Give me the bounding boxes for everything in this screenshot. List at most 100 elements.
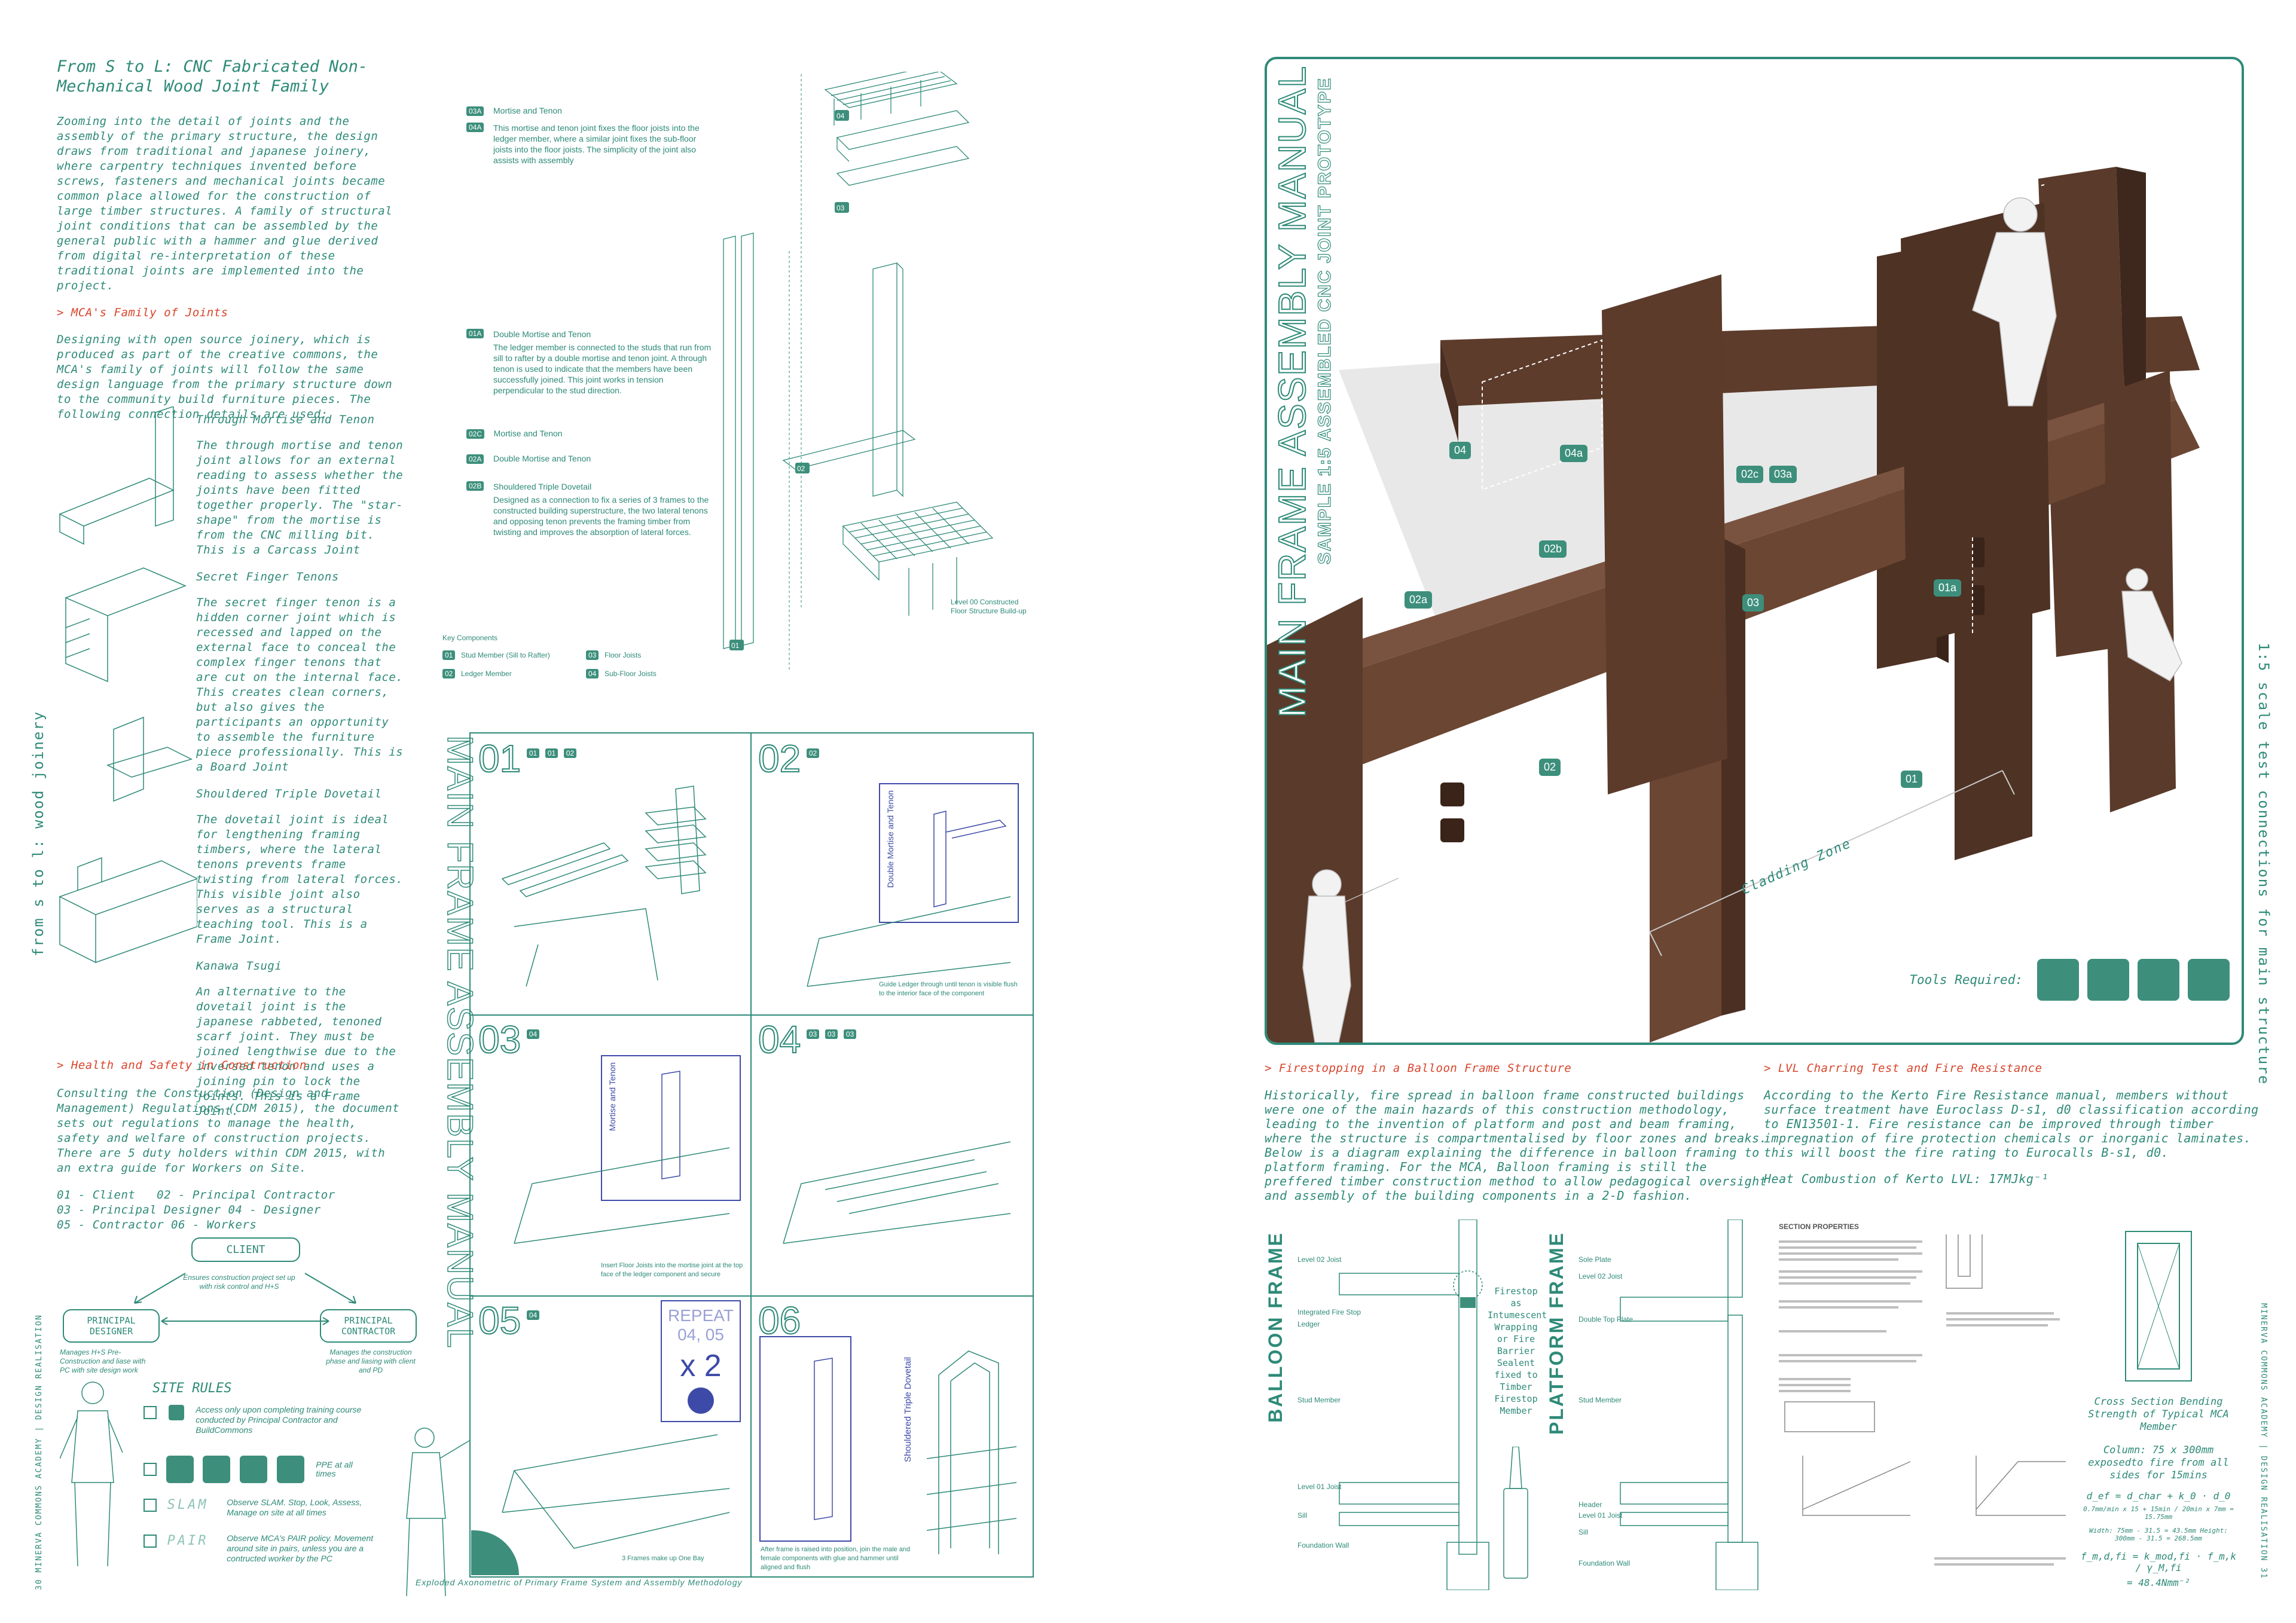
step-tag: 01 [526,748,540,758]
axo-label-04: 04 [836,112,845,120]
lvl-section: > LVL Charring Test and Fire Resistance … [1764,1061,2260,1187]
step-tag: 03 [843,1029,857,1039]
health-safety: > Health and Safety in Construction Cons… [57,1058,404,1233]
left-footer: 30 MINERVA COMMONS ACADEMY | DESIGN REAL… [35,1314,44,1590]
step-01-drawing [501,785,707,987]
label: Level 01 Joist [1578,1511,1623,1520]
pc-note: Manages the construction phase and liasi… [326,1348,416,1374]
clamp-icon [2188,959,2230,1001]
step-02-inset: Double Mortise and Tenon [879,783,1019,923]
repeat-count: x 2 [680,1349,722,1383]
cross-section-drawing [2125,1231,2192,1381]
label: Stud Member [1297,1396,1341,1404]
callout-title: Double Mortise and Tenon [493,329,591,339]
site-rules: SITE RULES [152,1381,404,1396]
step-number: 05 [478,1298,521,1343]
step-03: 03 04 [478,1017,747,1062]
hero-tag-02a: 02a [1405,591,1433,609]
label: Ledger [1297,1320,1320,1328]
step-02-drawing [807,896,1011,987]
callout-03a: 03A Mortise and Tenon [466,105,718,116]
repeat-label: REPEAT [668,1306,734,1325]
formula-fm: f_m,d,fi = k_mod,fi · f_m,k / γ_M,fi [2080,1551,2237,1573]
worker-figure [406,1428,470,1597]
callout-text: Designed as a connection to fix a series… [493,495,709,537]
pd-pill: PRINCIPAL DESIGNER [63,1309,160,1343]
callout-title: Shouldered Triple Dovetail [493,482,592,491]
firestop-section: > Firestopping in a Balloon Frame Struct… [1265,1061,1773,1203]
firestop-note: Firestop as Intumescent Wrapping or Fire… [1488,1286,1547,1416]
rule-checkbox[interactable] [144,1463,157,1476]
hero-tag-01a: 01a [1934,579,1962,597]
key-item: 04 Sub-Floor Joists [586,667,706,678]
step-05: 05 04 [478,1298,747,1343]
callout-text: The ledger member is connected to the st… [493,343,712,395]
buildup-label: Level 00 Constructed Floor Structure Bui… [951,598,1027,615]
right-footer: MINERVA COMMONS ACADEMY | DESIGN REALISA… [2259,1303,2268,1579]
duty-line-3: 05 - Contractor 06 - Workers [57,1218,257,1231]
sealant-tube [1503,1447,1528,1579]
joint-name: Kanawa Tsugi [196,959,282,973]
formula-result: = 48.4Nmm⁻² [2127,1577,2190,1588]
manual-vertical-title: MAIN FRAME ASSEMBLY MANUAL [439,735,481,1349]
label: Foundation Wall [1297,1541,1349,1549]
label: Level 01 Joist [1297,1483,1342,1491]
calc-block: Cross Section Bending Strength of Typica… [2078,1396,2239,1588]
callout-tag: 02B [466,481,484,491]
intro-text: Zooming into the detail of joints and th… [57,115,393,292]
rule-text: PPE at all times [316,1460,353,1478]
training-icon [168,1405,184,1420]
joint-text: The dovetail joint is ideal for lengthen… [196,813,404,946]
step-tag: 01 [545,748,558,758]
step-03-drawing [514,1147,730,1244]
rule-checkbox[interactable] [144,1498,157,1512]
hero-tag-02: 02 [1539,759,1561,776]
left-column: From S to L: CNC Fabricated Non-Mechanic… [57,57,404,422]
step-03-caption: Insert Floor Joists into the mortise joi… [601,1262,743,1278]
step-06-drawing [926,1350,1017,1554]
joint-name: Secret Finger Tenons [196,570,339,583]
site-rules-title: SITE RULES [152,1381,232,1396]
formula-deff: d_ef = d_char + k_0 · d_0 [2086,1490,2231,1502]
step-number: 01 [478,736,521,781]
step-06-caption: After frame is raised into position, joi… [761,1546,911,1571]
callout-02a: 02A Double Mortise and Tenon [466,453,718,464]
cdm-arrows [134,1273,356,1325]
rule-checkbox[interactable] [144,1406,157,1419]
step-02-caption: Guide Ledger through until tenon is visi… [879,981,1018,997]
axo-label-01: 01 [731,641,740,650]
step-number: 02 [758,736,801,781]
assembly-grid [469,732,1034,1578]
step-03-inset: Mortise and Tenon [601,1055,741,1201]
cross-title: Cross Section Bending Strength of Typica… [2088,1396,2229,1433]
lvl-text: According to the Kerto Fire Resistance m… [1764,1088,2259,1160]
ppe-gloves-icon [203,1456,231,1483]
key-item: 03 Floor Joists [586,649,706,660]
joint-name: Through Mortise and Tenon [196,413,375,426]
label: Sill [1297,1511,1308,1520]
rule-checkbox[interactable] [144,1534,157,1548]
pd-note: Manages H+S Pre-Construction and liase w… [60,1348,146,1374]
section-title: SECTION PROPERTIES [1779,1222,1860,1231]
joint-text: The secret finger tenon is a hidden corn… [196,596,404,774]
hs-heading: > Health and Safety in Construction [57,1059,307,1072]
callout-text: This mortise and tenon joint fixes the f… [493,123,700,165]
step-05-drawing [502,1434,730,1549]
formula-dims: Width: 75mm - 31.5 = 43.5mm Height: 300m… [2089,1527,2228,1542]
callout-02b: 02B Shouldered Triple Dovetail Designed … [466,481,718,537]
ppe-helmet-icon [166,1456,194,1483]
joint-text: An alternative to the dovetail joint is … [196,985,396,1118]
joint-secret-finger: Secret Finger Tenons The secret finger t… [196,570,405,775]
rule-text: Observe MCA's PAIR policy. Movement arou… [227,1533,374,1563]
callout-01a: 01A Double Mortise and Tenon The ledger … [466,329,718,396]
balloon-frame-drawing [1339,1219,1489,1590]
client-note: Ensures construction project set up with… [183,1273,295,1291]
label: Stud Member [1578,1396,1622,1404]
step-06-inset [759,1336,851,1542]
hs-text: Consulting the Constuction (Design and M… [57,1087,400,1175]
step-tag: 03 [825,1029,838,1039]
duty-line-2: 03 - Principal Designer 04 - Designer [57,1203,321,1217]
callout-tag: 02A [466,454,484,464]
callout-04a: 04A This mortise and tenon joint fixes t… [466,123,718,166]
repeat-steps: 04, 05 [677,1325,724,1344]
